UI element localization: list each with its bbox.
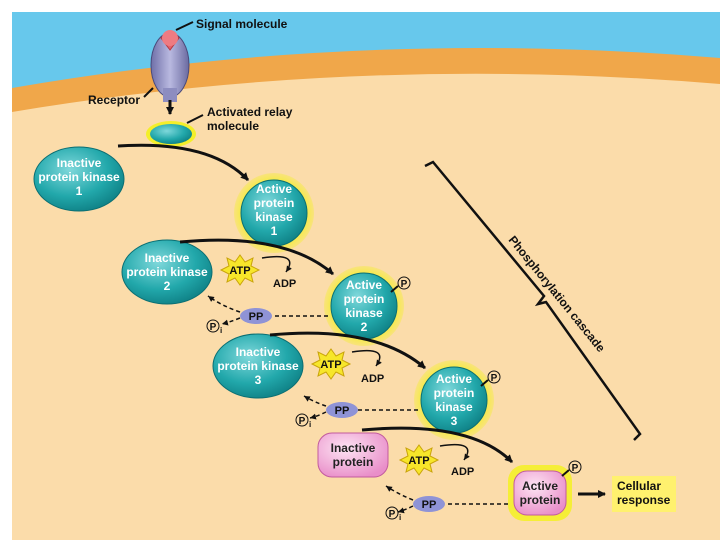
active-kinase-1-line3: kinase: [255, 210, 293, 224]
phosphate-4-label: P: [572, 463, 579, 474]
phosphate-2-label: P: [401, 279, 408, 290]
signal-molecule-pointer: [175, 21, 194, 31]
pp-2-label: PP: [335, 405, 350, 417]
response-box: [612, 476, 676, 512]
inactive-kinase-3-line3: 3: [255, 373, 262, 387]
pp-return-arrow-2: [303, 395, 327, 407]
inactive-kinase-2-line2: protein kinase: [126, 265, 208, 279]
atp-burst-2: ATP: [310, 348, 352, 380]
svg-text:i: i: [220, 326, 222, 335]
signal-molecule: [160, 30, 180, 51]
active-protein-line2: protein: [520, 493, 561, 507]
atp-burst-3: ATP: [398, 444, 440, 476]
pp-1: [240, 308, 272, 324]
phosphate-tag-2: P: [390, 276, 411, 293]
pp-3: [413, 496, 445, 512]
active-kinase-2-line3: kinase: [345, 306, 383, 320]
adp-arrow-1: [261, 255, 292, 273]
inactive-kinase-1-line2: protein kinase: [38, 170, 120, 184]
inactive-kinase-1-line1: Inactive: [57, 156, 102, 170]
inactive-kinase-3: Inactive protein kinase 3: [212, 333, 304, 399]
active-kinase-2-line1: Active: [346, 278, 382, 292]
active-kinase-2-line4: 2: [361, 320, 368, 334]
pp-2: [326, 402, 358, 418]
active-protein: Active protein: [508, 465, 572, 521]
receptor: [150, 32, 190, 102]
active-kinase-1: Active protein kinase 1: [234, 173, 314, 253]
active-kinase-2: Active protein kinase 2: [324, 266, 404, 346]
atp-2-label: ATP: [320, 359, 341, 371]
svg-text:P: P: [389, 509, 396, 520]
relay-label-line1: Activated relay: [207, 105, 293, 119]
pp-3-label: PP: [422, 499, 437, 511]
relay-molecule: [146, 121, 196, 147]
adp-3-label: ADP: [451, 466, 474, 478]
inactive-kinase-1-line3: 1: [76, 184, 83, 198]
inactive-kinase-1: Inactive protein kinase 1: [33, 146, 125, 212]
adp-1-label: ADP: [273, 278, 296, 290]
inactive-kinase-3-line2: protein kinase: [217, 359, 299, 373]
svg-text:P: P: [299, 416, 306, 427]
pp-return-arrow-1: [207, 295, 241, 313]
atp-3-label: ATP: [408, 455, 429, 467]
signal-molecule-label: Signal molecule: [196, 17, 288, 31]
atp-1-label: ATP: [229, 265, 250, 277]
pi-2: P i: [295, 413, 311, 429]
svg-text:i: i: [399, 513, 401, 522]
svg-text:P: P: [210, 322, 217, 333]
pi-1: P i: [206, 319, 222, 335]
phosphate-tag-4: P: [561, 460, 582, 477]
pi-3: P i: [385, 506, 401, 522]
pp-1-label: PP: [249, 311, 264, 323]
receptor-label: Receptor: [88, 93, 140, 107]
adp-arrow-3: [439, 443, 470, 461]
active-kinase-3-line3: kinase: [435, 400, 473, 414]
inactive-kinase-3-line1: Inactive: [236, 345, 281, 359]
cascade-bracket: [424, 160, 642, 441]
activation-arrow-4: [361, 426, 514, 464]
active-kinase-1-line2: protein: [254, 196, 295, 210]
inactive-protein: Inactive protein: [317, 432, 389, 478]
relay-pointer: [186, 114, 204, 124]
inactive-kinase-2: Inactive protein kinase 2: [121, 239, 213, 305]
active-kinase-3: Active protein kinase 3: [414, 360, 494, 440]
pi-arrow-2: [309, 411, 327, 420]
phosphate-3-label: P: [491, 373, 498, 384]
adp-2-label: ADP: [361, 373, 384, 385]
activation-arrow-1: [117, 143, 250, 182]
adp-arrow-2: [351, 349, 382, 367]
pp-return-arrow-3: [385, 485, 414, 501]
pi-arrow-1: [221, 317, 241, 326]
receptor-pointer: [143, 87, 154, 98]
svg-text:i: i: [309, 420, 311, 429]
inactive-kinase-2-line3: 2: [164, 279, 171, 293]
phosphate-tag-3: P: [480, 370, 501, 387]
relay-label-line2: molecule: [207, 119, 259, 133]
active-protein-line1: Active: [522, 479, 558, 493]
active-kinase-1-line4: 1: [271, 224, 278, 238]
active-kinase-1-line1: Active: [256, 182, 292, 196]
active-kinase-2-line2: protein: [344, 292, 385, 306]
activation-arrow-2: [179, 238, 334, 276]
inactive-protein-line2: protein: [333, 455, 374, 469]
inactive-protein-line1: Inactive: [331, 441, 376, 455]
inactive-kinase-2-line1: Inactive: [145, 251, 190, 265]
active-kinase-3-line2: protein: [434, 386, 475, 400]
active-kinase-3-line1: Active: [436, 372, 472, 386]
response-label-line1: Cellular: [617, 479, 661, 493]
atp-burst-1: ATP: [219, 254, 261, 286]
active-kinase-3-line4: 3: [451, 414, 458, 428]
pi-arrow-3: [397, 505, 414, 514]
activation-arrow-3: [269, 331, 426, 370]
response-label-line2: response: [617, 493, 671, 507]
